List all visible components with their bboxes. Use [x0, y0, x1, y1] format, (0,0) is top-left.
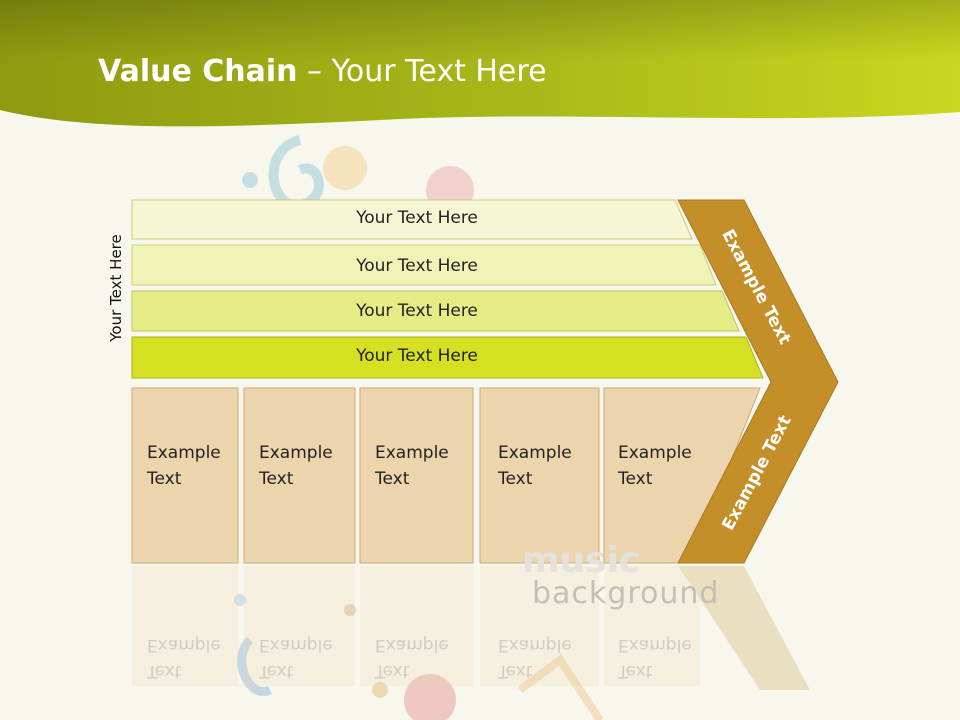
title-rest: – Your Text Here: [297, 54, 547, 89]
reflection-text-5: Text Example: [618, 632, 692, 684]
reflection-2-line2: Text: [259, 661, 294, 681]
cell-1-line2: Text: [147, 469, 182, 489]
slide-title: Value Chain – Your Text Here: [98, 54, 547, 89]
reflection-text-1: Text Example: [147, 632, 221, 684]
cell-3-line1: Example: [375, 443, 449, 463]
bar-3-label: Your Text Here: [356, 301, 478, 321]
bar-1: [131, 199, 693, 240]
reflection-5-line2: Text: [618, 661, 653, 681]
reflection-4-line1: Example: [498, 635, 572, 655]
cell-1: [131, 387, 239, 564]
background-word-music: music: [522, 540, 641, 581]
cell-5-line2: Text: [618, 469, 653, 489]
reflection-3-line2: Text: [375, 661, 410, 681]
cell-1-line1: Example: [147, 443, 221, 463]
reflection-4-line2: Text: [498, 661, 533, 681]
cell-3-line2: Text: [375, 469, 410, 489]
bar-4-label: Your Text Here: [356, 346, 478, 366]
reflection-2-line1: Example: [259, 635, 333, 655]
title-bold: Value Chain: [98, 54, 298, 89]
reflection-1-line1: Example: [147, 635, 221, 655]
cell-2-line2: Text: [259, 469, 294, 489]
reflection-text-2: Text Example: [259, 632, 333, 684]
side-label: Your Text Here: [107, 234, 125, 342]
background-word-background: background: [532, 576, 720, 611]
cell-4: [479, 387, 600, 564]
cell-3: [359, 387, 474, 564]
reflection-text-4: Text Example: [498, 632, 572, 684]
reflection-3-line1: Example: [375, 635, 449, 655]
reflection-1-line2: Text: [147, 661, 182, 681]
bar-2-label: Your Text Here: [356, 256, 478, 276]
reflection-text-3: Text Example: [375, 632, 449, 684]
cell-5-line1: Example: [618, 443, 692, 463]
cell-2-line1: Example: [259, 443, 333, 463]
reflection-5-line1: Example: [618, 635, 692, 655]
reflection: [132, 566, 810, 690]
cell-4-line1: Example: [498, 443, 572, 463]
chevron-arrow: [677, 199, 839, 564]
bar-1-label: Your Text Here: [356, 208, 478, 228]
bar-2: [131, 244, 717, 286]
cell-4-line2: Text: [498, 469, 533, 489]
bar-4: [131, 336, 764, 379]
bar-3: [131, 290, 740, 332]
cell-2: [243, 387, 356, 564]
